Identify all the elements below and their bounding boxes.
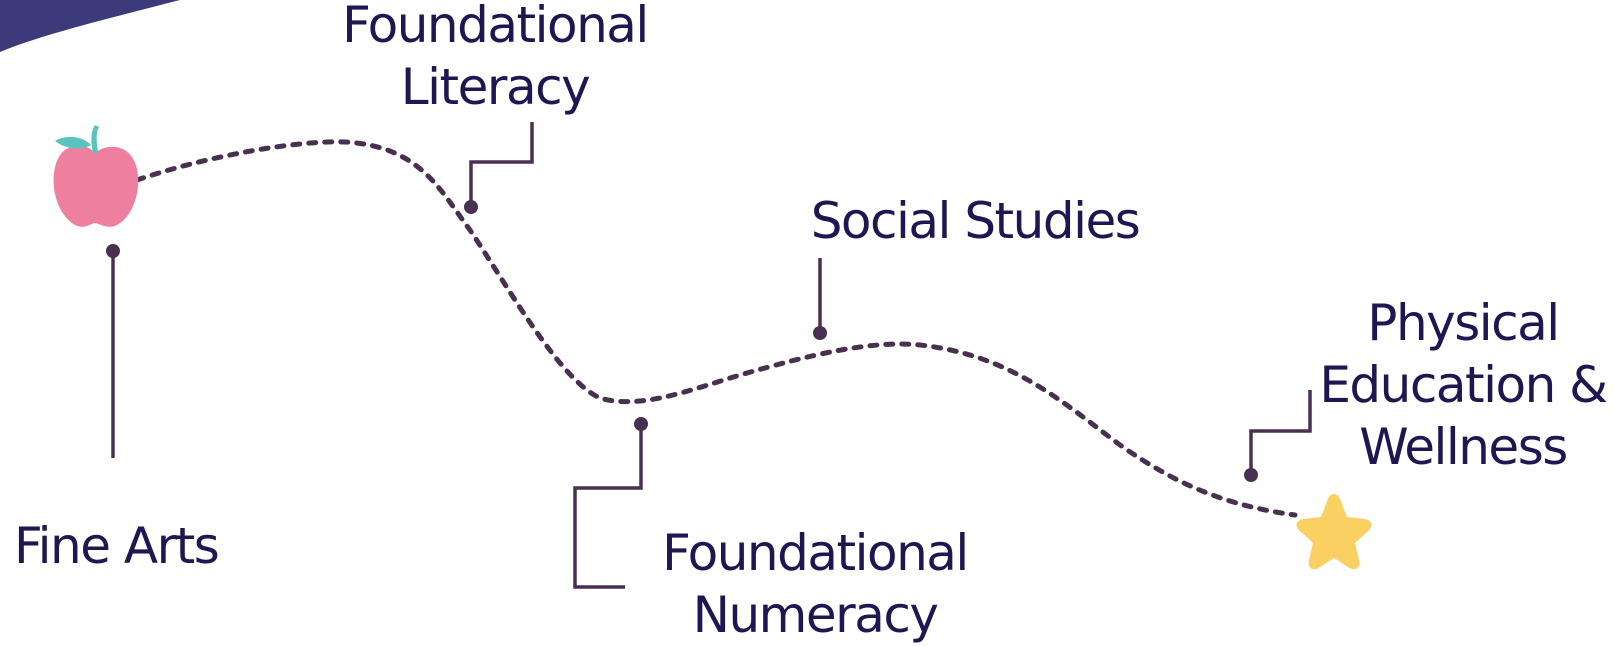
label-line: Fine Arts	[14, 517, 220, 575]
connector-physical-education	[1244, 390, 1312, 482]
marker-dot	[464, 200, 478, 214]
label-line: Foundational	[342, 0, 649, 54]
connector-fine-arts	[106, 244, 120, 458]
label-line: Foundational	[662, 524, 969, 582]
star-icon	[1296, 494, 1372, 570]
label-line: Wellness	[1359, 418, 1568, 476]
connector-foundational-literacy	[464, 122, 534, 214]
label-line: Numeracy	[692, 586, 939, 644]
marker-dot	[813, 326, 827, 340]
marker-dot	[634, 417, 648, 431]
marker-dot	[1244, 468, 1258, 482]
apple-icon	[53, 125, 139, 227]
label-line: Education &	[1319, 356, 1608, 414]
label-foundational-literacy: Foundational Literacy	[330, 0, 660, 118]
label-social-studies: Social Studies	[790, 190, 1160, 252]
label-line: Literacy	[400, 58, 591, 116]
connector-foundational-numeracy	[573, 417, 648, 589]
label-line: Social Studies	[810, 192, 1141, 250]
label-physical-education: Physical Education & Wellness	[1318, 292, 1608, 478]
corner-decoration	[0, 0, 180, 52]
connector-social-studies	[813, 258, 827, 340]
label-line: Physical	[1367, 294, 1560, 352]
marker-dot	[106, 244, 120, 258]
label-fine-arts: Fine Arts	[14, 515, 220, 577]
label-foundational-numeracy: Foundational Numeracy	[650, 522, 980, 646]
journey-path	[134, 139, 1298, 518]
